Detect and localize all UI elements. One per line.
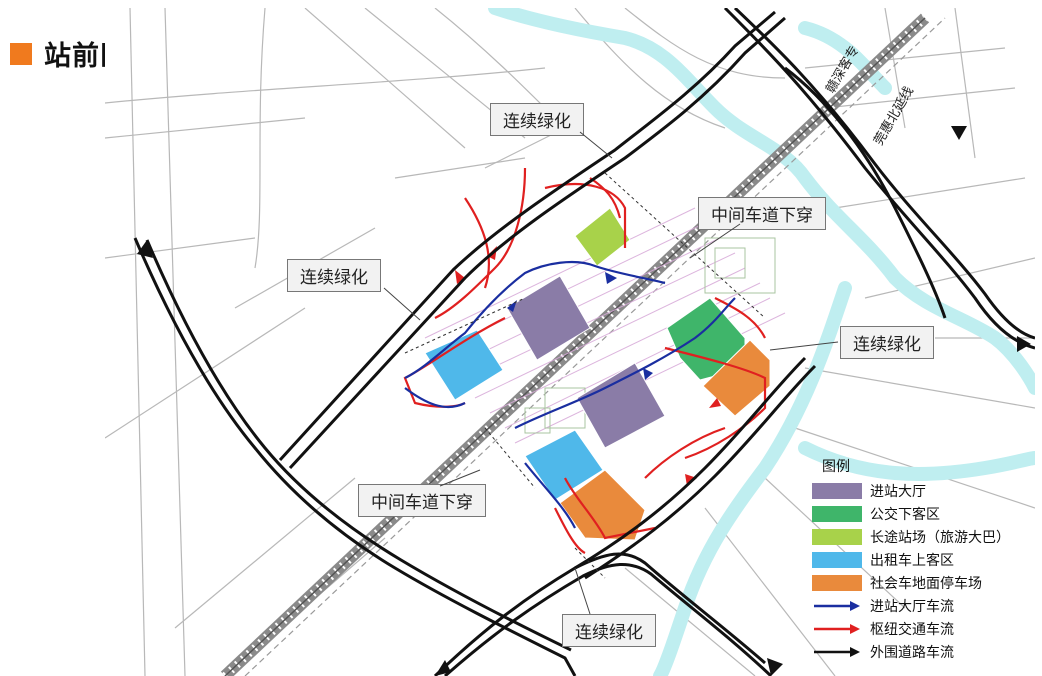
- legend-item: 社会车地面停车场: [812, 571, 1040, 594]
- map-legend: 图例 进站大厅 公交下客区 长途站场（旅游大巴） 出租车上客区 社会车地面停车场…: [812, 456, 1040, 663]
- legend-item: 出租车上客区: [812, 548, 1040, 571]
- arrow-right-icon: [814, 623, 860, 634]
- arrow-right-icon: [814, 646, 860, 657]
- legend-item: 枢纽交通车流: [812, 617, 1040, 640]
- callout-underpass-top: 中间车道下穿: [698, 197, 826, 230]
- legend-item: 进站大厅: [812, 479, 1040, 502]
- legend-label: 长途站场（旅游大巴）: [870, 529, 1010, 546]
- callout-greening-left: 连续绿化: [287, 259, 381, 292]
- callout-underpass-bottom: 中间车道下穿: [358, 484, 486, 517]
- legend-swatch-taxi-pickup: [812, 551, 862, 568]
- entrance-hall-zone-south: [576, 362, 666, 449]
- boundary-lines: [404, 172, 766, 579]
- street-grid: [105, 8, 1035, 676]
- legend-label: 枢纽交通车流: [870, 621, 954, 638]
- arrow-right-icon: [814, 600, 860, 611]
- entrance-hall-zone-north: [506, 275, 591, 361]
- legend-label: 外围道路车流: [870, 644, 954, 661]
- outer-road-arrowheads: [137, 126, 1031, 676]
- functional-zones: [424, 207, 771, 541]
- legend-title: 图例: [822, 459, 850, 475]
- railway: [220, 13, 946, 676]
- legend-item: 进站大厅车流: [812, 594, 1040, 617]
- callout-greening-right: 连续绿化: [840, 326, 934, 359]
- legend-label: 出租车上客区: [870, 552, 954, 569]
- parking-zone-east: [702, 339, 771, 417]
- legend-item: 外围道路车流: [812, 640, 1040, 663]
- entrance-hall-flow: [404, 260, 736, 529]
- legend-swatch-coach-station: [812, 528, 862, 545]
- coach-station-zone: [574, 207, 631, 267]
- legend-label: 进站大厅车流: [870, 598, 954, 615]
- legend-label: 进站大厅: [870, 483, 926, 500]
- callout-greening-bottom: 连续绿化: [562, 614, 656, 647]
- legend-swatch-entrance-hall: [812, 482, 862, 499]
- legend-item: 公交下客区: [812, 502, 1040, 525]
- canal: [488, 8, 1035, 676]
- callout-greening-top: 连续绿化: [490, 103, 584, 136]
- legend-label: 社会车地面停车场: [870, 575, 982, 592]
- outer-roads: [133, 8, 1035, 676]
- legend-swatch-bus-dropoff: [812, 505, 862, 522]
- legend-swatch-parking: [812, 574, 862, 591]
- legend-label: 公交下客区: [870, 506, 940, 523]
- legend-item: 长途站场（旅游大巴）: [812, 525, 1040, 548]
- title-marker-icon: [10, 42, 32, 65]
